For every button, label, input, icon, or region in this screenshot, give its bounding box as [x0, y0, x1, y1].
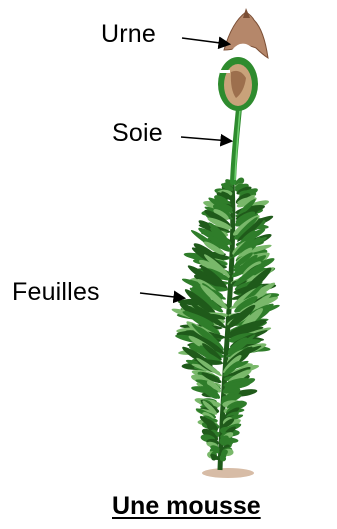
caption-title: Une mousse: [112, 492, 261, 521]
arrow-urne: [182, 38, 228, 44]
label-feuilles: Feuilles: [12, 280, 100, 305]
label-soie: Soie: [112, 121, 163, 146]
label-urne: Urne: [101, 22, 156, 47]
leafy-stem: [171, 176, 281, 470]
capsule-glint: [220, 70, 230, 73]
arrow-feuilles: [140, 293, 183, 298]
arrow-soie: [181, 137, 230, 141]
soil-patch: [202, 468, 254, 478]
